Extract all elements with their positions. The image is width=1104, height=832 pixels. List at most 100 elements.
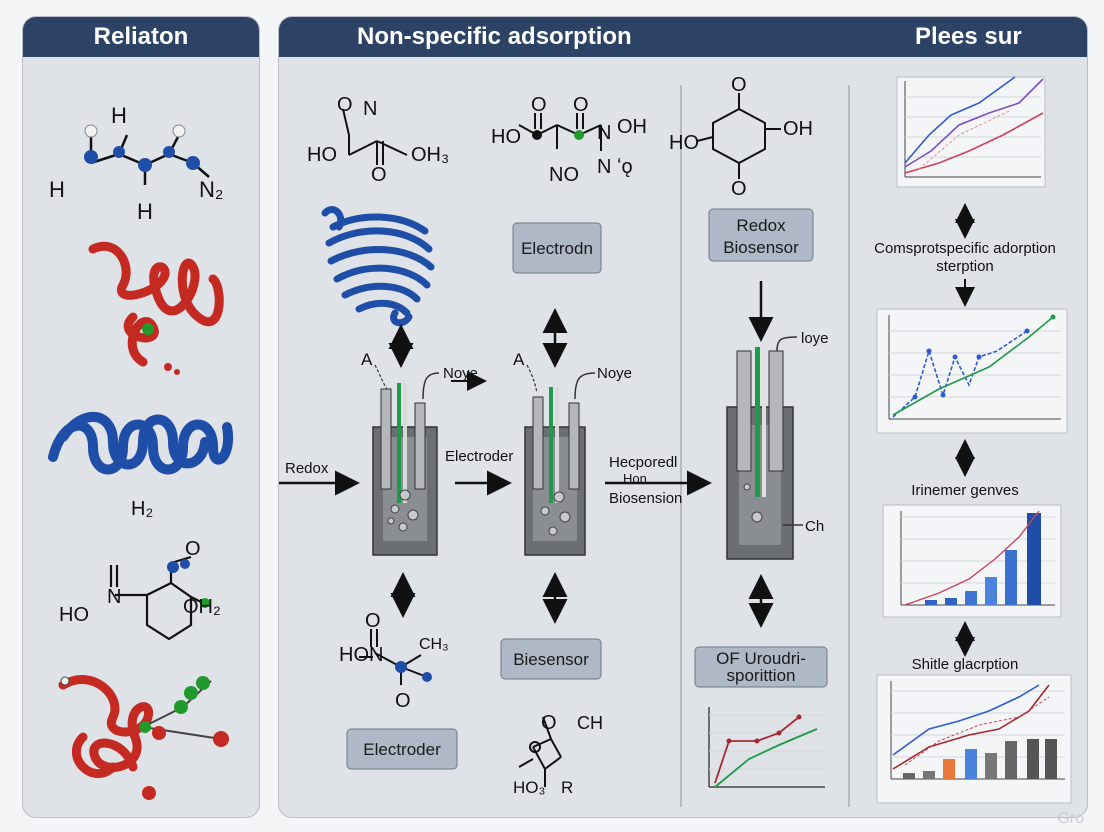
mini-chart-bottom-middle [708,707,825,788]
label-h-top: H [111,103,127,128]
electrode-cell-2 [524,387,586,556]
m1-o-top: O [337,94,353,116]
molecule-m3 [696,93,781,179]
caption-comsprotspecific-1: Comsprotspecific adorption [874,240,1056,257]
reliaton-title: Reliaton [93,23,189,50]
box-electrodn-label: Electrodn [521,239,593,258]
box-biesensor [500,638,602,680]
m4-ch3: CH₃ [419,636,449,653]
label-noye-1: Noye [443,365,478,382]
box-of-uroudri-line2: sporittion [727,666,796,685]
m2-nr: N ʻǫ [597,156,633,178]
blue-protein [321,206,435,327]
label-oh2: OH₂ [183,596,221,618]
plees-title: Plees sur [915,23,1022,50]
adsorption-header: Non-specific adsorption Plees sur [279,17,1087,57]
m2-oh: OH [617,116,647,138]
m2-atom [574,130,584,140]
molecule-m5 [518,716,562,787]
m5-o: O [541,712,557,734]
m1-o-mid: O [371,164,387,186]
caption-shitle: Shitle glacrption [912,656,1019,673]
watermark-text: Gro [1057,810,1084,827]
m4-atom [395,661,407,673]
bead-green [196,676,210,690]
label-h-left: H [49,177,65,202]
box-electroder [346,728,458,770]
box-of-uroudri-line1: OF Uroudri- [716,649,806,668]
electrode-cell-1 [372,383,438,556]
m2-o-right: O [573,94,589,116]
atom-blue [180,559,190,569]
label-h-bottom: H [137,199,153,224]
m3-o-top: O [731,74,747,96]
m4-o-bot: O [395,690,411,712]
chart-right-1 [896,76,1046,188]
bead-red [152,726,166,740]
chart-right-4 [876,674,1072,804]
reliaton-panel: Reliaton H H H N₂ [22,16,260,818]
bead-green [184,686,198,700]
atom-blue [163,146,175,158]
box-biosensor-label: Biosensor [723,238,799,257]
label-a-2: A [513,350,525,369]
m2-n: N [597,122,611,144]
m4-atom [422,672,432,682]
m1-ho: HO [307,144,337,166]
atom-blue [167,561,179,573]
bead-green [139,721,151,733]
atom-green [200,598,210,608]
label-n: N [107,586,121,608]
m4-n: N [369,644,383,666]
label-o: O [185,538,201,560]
main-diagram: O N HO O OH₃ O O HO N OH NO N ʻǫ [279,74,1072,807]
caption-comsprotspecific-2: sterption [936,258,994,275]
label-biosension: Biosension [609,490,682,507]
label-hecpored: Hecporedl [609,454,677,471]
small-molecule-top: H H H N₂ [49,103,223,224]
bead-red [142,786,156,800]
box-biesensor-label: Biesensor [513,650,589,669]
atom-blue [84,150,98,164]
m2-ho: HO [491,126,521,148]
box-redox-label: Redox [736,216,786,235]
left-illustration: H H H N₂ H₂ [48,103,234,800]
bead-green [174,700,188,714]
blue-helix-protein [48,412,234,475]
molecule-m2 [518,113,602,151]
m5-ho3: HO₃ [513,778,545,797]
adsorption-panel: Non-specific adsorption Plees sur O N HO… [278,16,1088,818]
m5-r: R [561,778,573,797]
red-helix-beads [58,675,154,778]
m5-ch: CH [577,713,603,733]
adsorption-title: Non-specific adsorption [357,23,632,50]
red-helix-protein [88,241,224,375]
box-electroder-label: Electroder [363,740,441,759]
box-redox-biosensor [708,208,814,262]
m2-atom [532,130,542,140]
m4-ho: HO [339,644,369,666]
m3-o-bot: O [731,178,747,200]
label-loye: loye [801,330,829,347]
box-of-uroudri [694,646,828,688]
m2-o-left: O [531,94,547,116]
label-noye-2: Noye [597,365,632,382]
atom-blue [186,156,200,170]
label-redox: Redox [285,460,329,477]
atom-blue [113,146,125,158]
label-hon: Hon [623,471,647,486]
caption-irinemer: Irinemer genves [911,482,1019,499]
label-h2: H₂ [131,498,153,520]
box-electrodn [512,222,602,274]
m3-ho: HO [669,132,699,154]
chart-right-2 [876,308,1068,434]
label-a-1: A [361,350,373,369]
label-n2: N₂ [199,177,223,202]
m1-oh3: OH₃ [411,144,449,166]
m1-n-top: N [363,98,377,120]
chart-right-3 [882,504,1062,618]
m3-oh: OH [783,118,813,140]
reliaton-header: Reliaton [23,17,259,57]
bead-white [60,676,70,686]
electrode-cell-3 [726,347,794,560]
